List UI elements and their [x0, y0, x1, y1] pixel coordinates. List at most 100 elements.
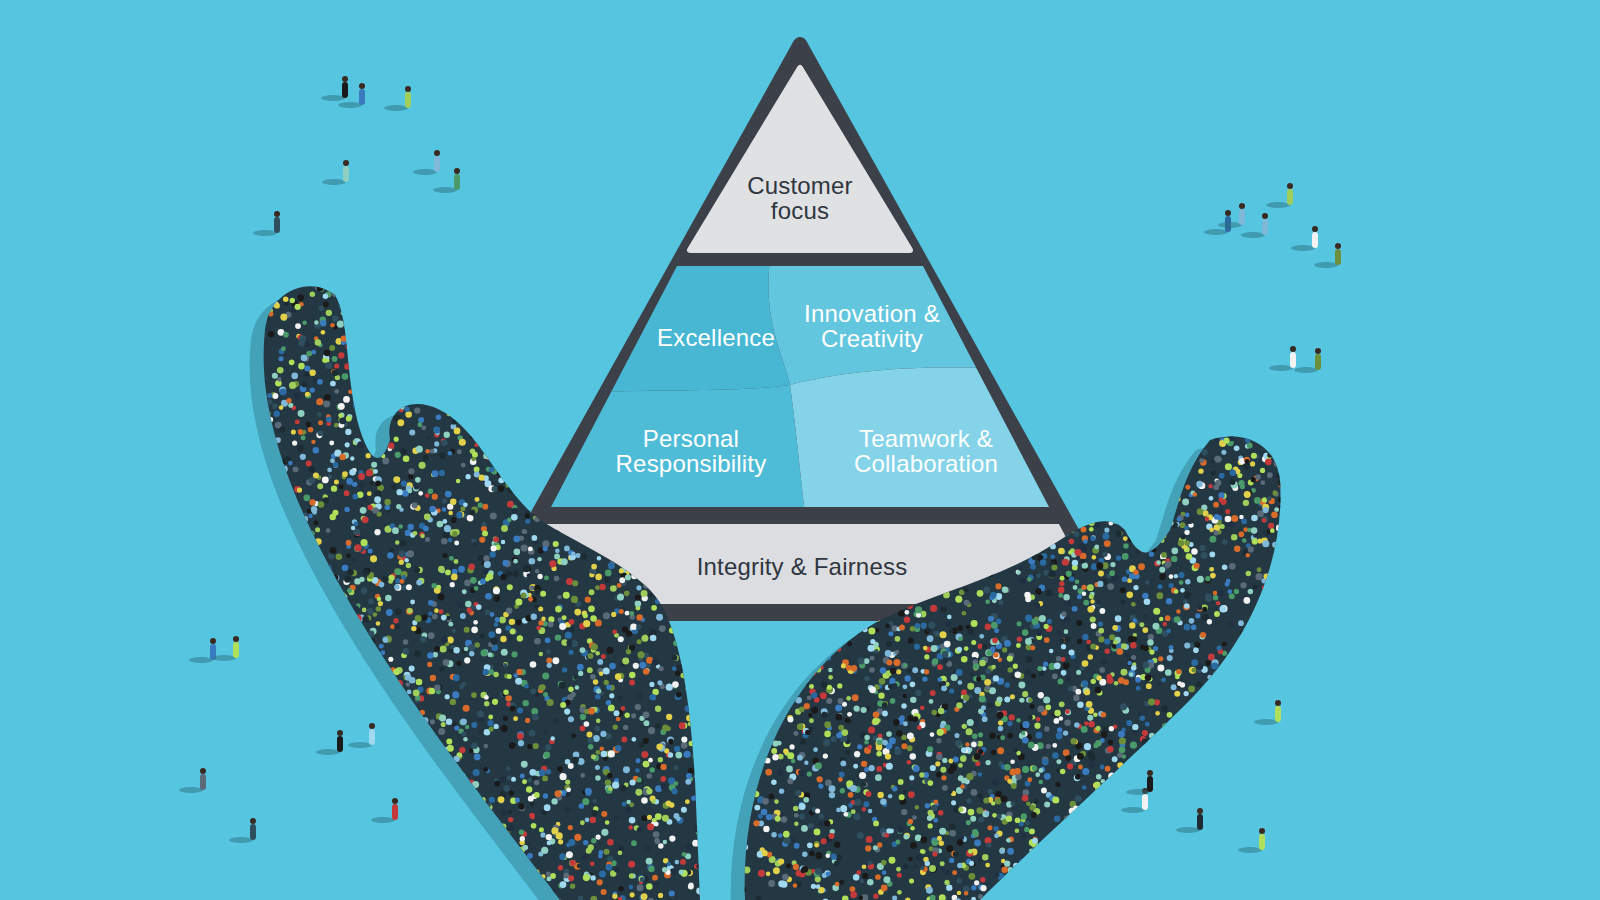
crowd-person [480, 414, 487, 421]
crowd-person [695, 271, 701, 277]
crowd-person [700, 547, 705, 552]
crowd-person [440, 842, 445, 847]
person-figure [1218, 203, 1245, 228]
crowd-person [672, 655, 678, 661]
crowd-person [250, 493, 256, 499]
crowd-person [444, 407, 451, 414]
crowd-person [492, 437, 498, 443]
crowd-person [349, 702, 354, 707]
crowd-person [250, 743, 256, 749]
crowd-person [565, 807, 571, 813]
crowd-person [414, 768, 420, 774]
crowd-person [324, 394, 331, 401]
crowd-person [666, 684, 673, 691]
crowd-person [446, 813, 452, 819]
crowd-person [588, 301, 593, 306]
crowd-person [415, 304, 420, 309]
crowd-person [389, 372, 393, 376]
crowd-person [361, 796, 368, 803]
crowd-person [419, 348, 424, 353]
crowd-person [526, 325, 532, 331]
crowd-person [583, 840, 588, 845]
crowd-person [495, 298, 502, 305]
crowd-person [298, 363, 305, 370]
crowd-person [430, 675, 436, 681]
crowd-person [597, 395, 603, 401]
crowd-person [693, 602, 698, 607]
crowd-person [478, 324, 484, 330]
crowd-person [522, 400, 527, 405]
crowd-person [345, 442, 350, 447]
crowd-person [360, 356, 365, 361]
crowd-person [607, 839, 613, 845]
crowd-person [630, 484, 635, 489]
crowd-person [308, 543, 314, 549]
person-body [1259, 834, 1265, 850]
crowd-person [357, 766, 362, 771]
crowd-person [309, 602, 314, 607]
crowd-person [456, 821, 461, 826]
crowd-person [322, 590, 327, 595]
crowd-person [686, 599, 692, 605]
crowd-person [393, 476, 400, 483]
crowd-person [300, 454, 306, 460]
crowd-person [280, 597, 285, 602]
crowd-person [281, 485, 288, 492]
crowd-person [273, 696, 278, 701]
crowd-person [307, 607, 314, 614]
crowd-person [249, 521, 254, 526]
crowd-person [546, 649, 551, 654]
person-body [1142, 794, 1148, 810]
crowd-person [250, 865, 257, 872]
crowd-person [448, 311, 453, 316]
crowd-person [376, 621, 381, 626]
crowd-person [267, 399, 272, 404]
crowd-person [330, 458, 335, 463]
crowd-person [704, 494, 711, 501]
crowd-person [659, 666, 664, 671]
crowd-person [660, 527, 665, 532]
crowd-person [633, 478, 638, 483]
crowd-person [551, 502, 557, 508]
crowd-person [674, 416, 679, 421]
crowd-person [371, 723, 376, 728]
crowd-person [591, 535, 597, 541]
crowd-person [333, 785, 339, 791]
crowd-person [309, 716, 316, 723]
crowd-person [419, 279, 425, 285]
crowd-person [454, 725, 459, 730]
crowd-person [414, 567, 420, 573]
person-head [1225, 210, 1231, 216]
crowd-person [367, 608, 373, 614]
crowd-person [518, 477, 524, 483]
crowd-person [248, 795, 255, 802]
person-head [1239, 203, 1245, 209]
crowd-person [368, 752, 375, 759]
crowd-person [291, 875, 296, 880]
crowd-person [707, 298, 712, 303]
crowd-person [425, 537, 430, 542]
crowd-person [291, 811, 296, 816]
crowd-person [611, 555, 618, 562]
crowd-person [485, 415, 491, 421]
crowd-person [335, 632, 342, 639]
crowd-person [591, 896, 598, 900]
crowd-person [414, 894, 419, 899]
crowd-person [467, 381, 472, 386]
crowd-person [290, 675, 295, 680]
crowd-person [332, 802, 338, 808]
crowd-person [489, 467, 495, 473]
crowd-person [463, 392, 470, 399]
crowd-person [376, 806, 380, 810]
crowd-person [335, 647, 340, 652]
person-body [1197, 814, 1203, 830]
crowd-person [259, 658, 264, 663]
crowd-person [534, 516, 540, 522]
crowd-person [303, 495, 310, 502]
crowd-person [380, 737, 386, 743]
crowd-person [379, 644, 384, 649]
crowd-person [649, 501, 655, 507]
crowd-person [291, 570, 297, 576]
crowd-person [668, 307, 674, 313]
crowd-person [683, 314, 689, 320]
